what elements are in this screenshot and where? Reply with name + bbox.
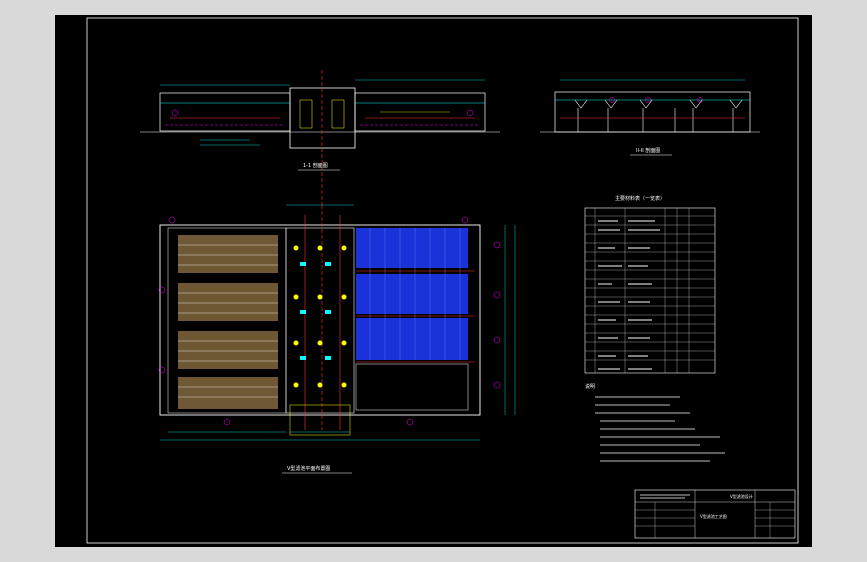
plan-title: V型滤池平面布置图	[287, 465, 330, 472]
section-2-2-title: II-II 剖面图	[636, 147, 660, 154]
drawing-name: V型滤池工艺图	[700, 513, 727, 519]
drawing-border	[86, 17, 799, 544]
section-1-1: 1-1 剖面图	[140, 70, 500, 205]
notes: 说明	[585, 383, 725, 462]
plan-view: V型滤池平面布置图	[158, 204, 516, 474]
section-1-1-title: 1-1 剖面图	[303, 162, 328, 169]
notes-title: 说明	[585, 383, 595, 390]
title-block: V型滤池设计 V型滤池工艺图	[634, 489, 796, 539]
table-title: 主要材料表（一览表）	[615, 195, 665, 202]
project-name: V型滤池设计	[730, 493, 753, 499]
section-2-2: II-II 剖面图	[540, 79, 760, 156]
materials-table: 主要材料表（一览表）	[584, 195, 716, 374]
